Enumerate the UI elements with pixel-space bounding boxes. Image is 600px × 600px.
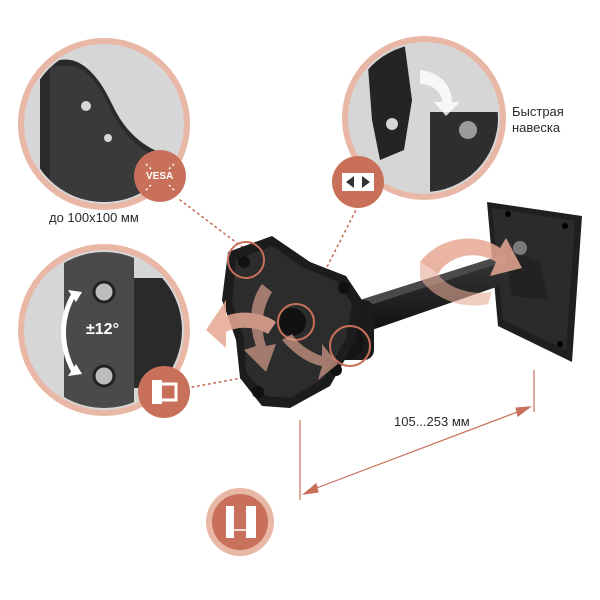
motion-arrows <box>206 238 522 380</box>
quick-mount-callout <box>332 36 506 208</box>
wall-mount-bracket <box>222 202 582 408</box>
vesa-size-caption: до 100x100 мм <box>49 210 139 225</box>
wall-distance-callout <box>206 488 274 556</box>
tilt-callout <box>18 244 190 418</box>
vesa-badge-text: VESA <box>146 171 174 182</box>
wall-distance-icon <box>212 494 268 550</box>
quick-mount-caption: Быстрая навеска <box>512 104 564 137</box>
dimension-line <box>299 370 535 500</box>
quick-mount-line-1: Быстрая <box>512 104 564 119</box>
swivel-icon <box>138 366 190 418</box>
vesa-callout <box>18 38 190 210</box>
quick-mount-line-2: навеска <box>512 120 561 136</box>
extension-range-label: 105...253 мм <box>394 414 470 429</box>
tilt-angle-label: ±12° <box>86 321 119 338</box>
